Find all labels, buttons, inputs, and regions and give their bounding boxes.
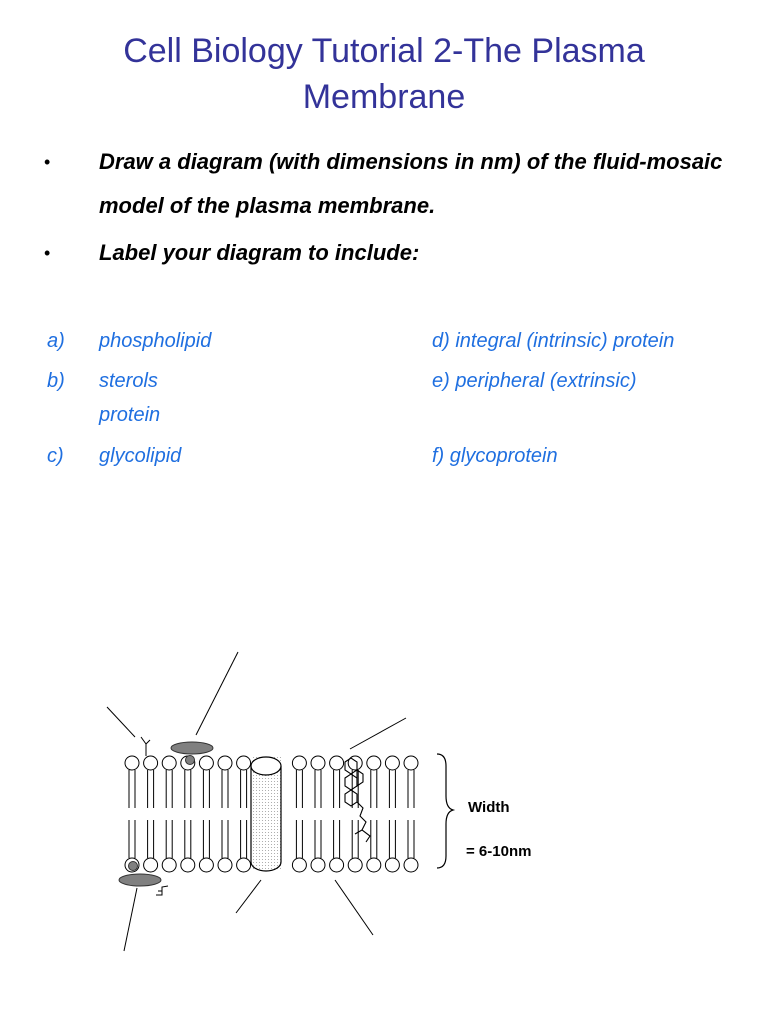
label-b-text: sterols (99, 370, 158, 392)
phospholipid-head-inner (291, 857, 307, 873)
glycoprotein-anchor-head (185, 755, 195, 765)
phospholipid-head-inner (236, 857, 252, 873)
label-a-letter: a) (47, 330, 65, 352)
slide-title: Cell Biology Tutorial 2-The Plasma Membr… (0, 28, 768, 120)
glycolipid-sugar-chain-bottom (156, 885, 169, 896)
sterol-molecule (344, 757, 371, 843)
label-b-letter: b) (47, 370, 65, 392)
integral-protein-bottom (250, 861, 282, 872)
integral-protein-body (251, 757, 281, 869)
phospholipid-tails (128, 770, 415, 858)
label-e-text: e) peripheral (extrinsic) (432, 370, 637, 392)
phospholipid-head-outer (347, 755, 363, 771)
width-label: Width (468, 799, 510, 816)
phospholipid-head-outer (124, 755, 140, 771)
phospholipid-head-outer (236, 755, 252, 771)
label-f-text: f) glycoprotein (432, 445, 558, 467)
phospholipid-head-outer (366, 755, 382, 771)
bullet-text-draw: Draw a diagram (with dimensions in nm) o… (99, 149, 723, 218)
phospholipid-head-outer (161, 755, 177, 771)
label-d-text: d) integral (intrinsic) protein (432, 330, 675, 352)
peripheral-protein-bottom (118, 873, 162, 887)
bottom-anchor-head (128, 861, 138, 871)
bullet-text-label: Label your diagram to include: (99, 240, 420, 265)
phospholipid-head-outer (384, 755, 400, 771)
phospholipid-head-inner (198, 857, 214, 873)
phospholipid-head-outer (403, 755, 419, 771)
phospholipid-head-inner (180, 857, 196, 873)
phospholipid-head-inner (143, 857, 159, 873)
label-c-letter: c) (47, 445, 64, 467)
integral-protein-top (250, 756, 282, 776)
label-c-text: glycolipid (99, 445, 182, 467)
label-b-extra: protein (99, 404, 161, 426)
bullet-marker-2: • (44, 243, 51, 263)
phospholipid-head-inner (384, 857, 400, 873)
phospholipid-head-inner (366, 857, 382, 873)
phospholipid-head-inner (403, 857, 419, 873)
title-line-2: Membrane (302, 78, 466, 116)
phospholipid-head-outer (291, 755, 307, 771)
phospholipid-heads (124, 755, 419, 873)
label-a-text: phospholipid (99, 330, 212, 352)
phospholipid-head-inner (161, 857, 177, 873)
phospholipid-head-inner (329, 857, 345, 873)
peripheral-protein-top (170, 741, 214, 755)
phospholipid-head-outer (329, 755, 345, 771)
phospholipid-head-outer (143, 755, 159, 771)
title-line-1: Cell Biology Tutorial 2-The Plasma (123, 32, 645, 70)
phospholipid-head-outer (198, 755, 214, 771)
width-brace (436, 753, 456, 869)
glycolipid-sugar-chain-top (140, 736, 151, 756)
phospholipid-head-inner (217, 857, 233, 873)
pointer-lines (106, 651, 407, 952)
bullet-marker-1: • (44, 152, 51, 172)
width-value: = 6-10nm (466, 843, 532, 860)
phospholipid-head-outer (310, 755, 326, 771)
phospholipid-head-inner (310, 857, 326, 873)
phospholipid-head-inner (347, 857, 363, 873)
phospholipid-head-outer (217, 755, 233, 771)
